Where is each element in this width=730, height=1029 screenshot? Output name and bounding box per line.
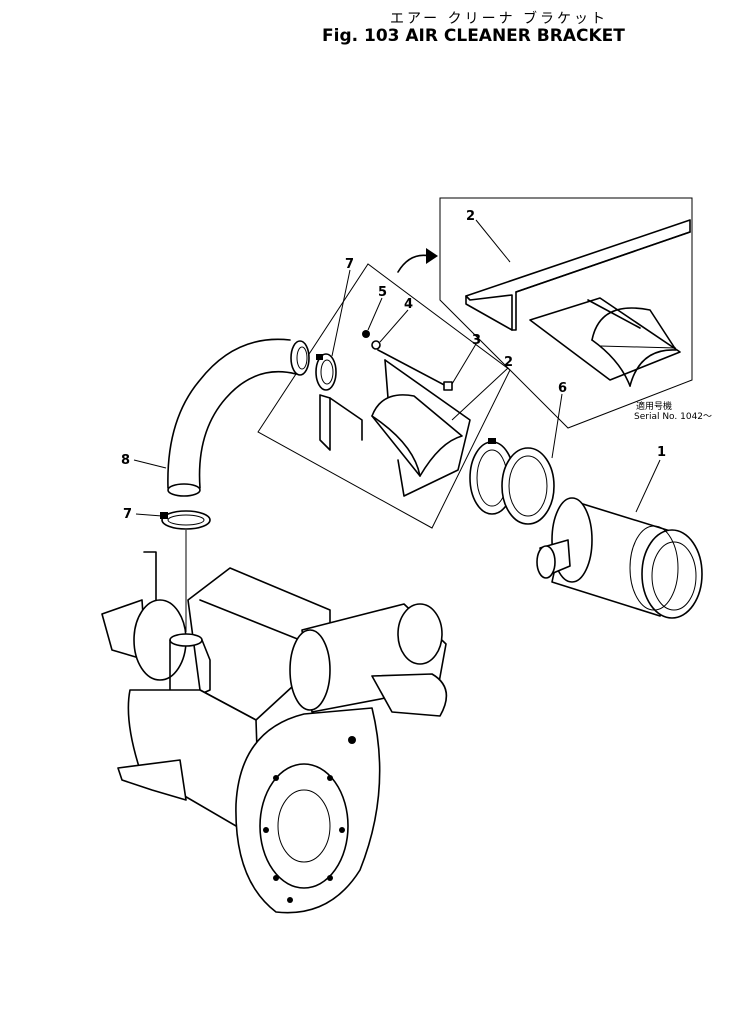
figure-title: Fig. 103 AIR CLEANER BRACKET [322, 26, 625, 46]
intake-hose [167, 338, 310, 497]
leader-lines [133, 219, 661, 517]
callout-2-bracket: 2 [504, 355, 513, 370]
mounting-band [469, 438, 555, 525]
serial-note-jp: 適用号機 [636, 400, 672, 412]
callout-7-lower: 7 [123, 507, 132, 522]
callout-5: 5 [378, 285, 387, 300]
title-japanese: エアー クリーナ ブラケット [390, 11, 609, 27]
callout-3: 3 [472, 333, 481, 348]
engine-assembly [101, 551, 448, 914]
inset-detail-panel: 適用号機 Serial No. 1042～ [397, 197, 712, 429]
hose-clamps [160, 353, 337, 632]
callout-2-inset: 2 [466, 209, 475, 224]
callout-1: 1 [657, 445, 666, 460]
serial-note-en: Serial No. 1042～ [634, 412, 712, 422]
callout-8: 8 [121, 453, 130, 468]
callout-6: 6 [558, 381, 567, 396]
callout-labels: 1 2 2 3 4 5 6 7 7 8 [121, 209, 666, 522]
callout-7-upper: 7 [345, 257, 354, 272]
callout-4: 4 [404, 297, 413, 312]
air-cleaner-body [536, 497, 703, 619]
bracket-panel [257, 263, 511, 529]
